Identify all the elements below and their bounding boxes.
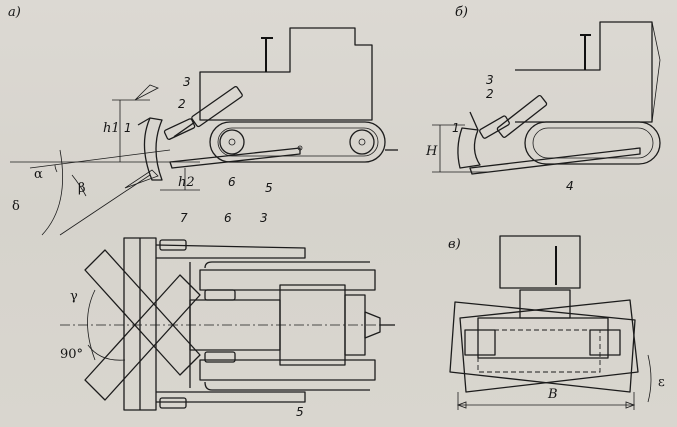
- callout-1-b: 1: [452, 121, 460, 135]
- side-view-a: [10, 27, 398, 236]
- angle-alpha: α: [34, 167, 43, 182]
- callout-5-plan: 5: [296, 405, 304, 419]
- callout-6-plan: 6: [224, 211, 232, 225]
- front-view: [449, 235, 652, 410]
- callout-4-b: 4: [566, 179, 574, 193]
- callout-5-a: 5: [265, 181, 273, 195]
- callout-7-plan: 7: [180, 211, 188, 225]
- angle-epsilon: ε: [658, 375, 665, 390]
- callout-2-b: 2: [486, 87, 494, 101]
- dim-H: H: [425, 144, 438, 159]
- side-view-b: [432, 21, 661, 175]
- panel-label-b: б): [455, 5, 468, 20]
- angle-delta: δ: [12, 199, 20, 214]
- dim-B: B: [547, 387, 558, 402]
- angle-90: 90°: [60, 347, 83, 362]
- callout-6-a: 6: [228, 175, 236, 189]
- plan-view: [60, 237, 395, 411]
- callout-3-a: 3: [183, 75, 191, 89]
- callout-2-a: 2: [178, 97, 186, 111]
- callout-1-a: 1: [124, 121, 132, 135]
- dim-h2: h2: [178, 175, 195, 190]
- panel-label-a: а): [8, 5, 21, 20]
- angle-gamma: γ: [70, 289, 78, 304]
- callout-3-plan: 3: [260, 211, 268, 225]
- dim-h1: h1: [103, 121, 120, 136]
- callout-3-b: 3: [486, 73, 494, 87]
- panel-label-v: в): [448, 237, 461, 252]
- angle-beta: β: [78, 181, 86, 196]
